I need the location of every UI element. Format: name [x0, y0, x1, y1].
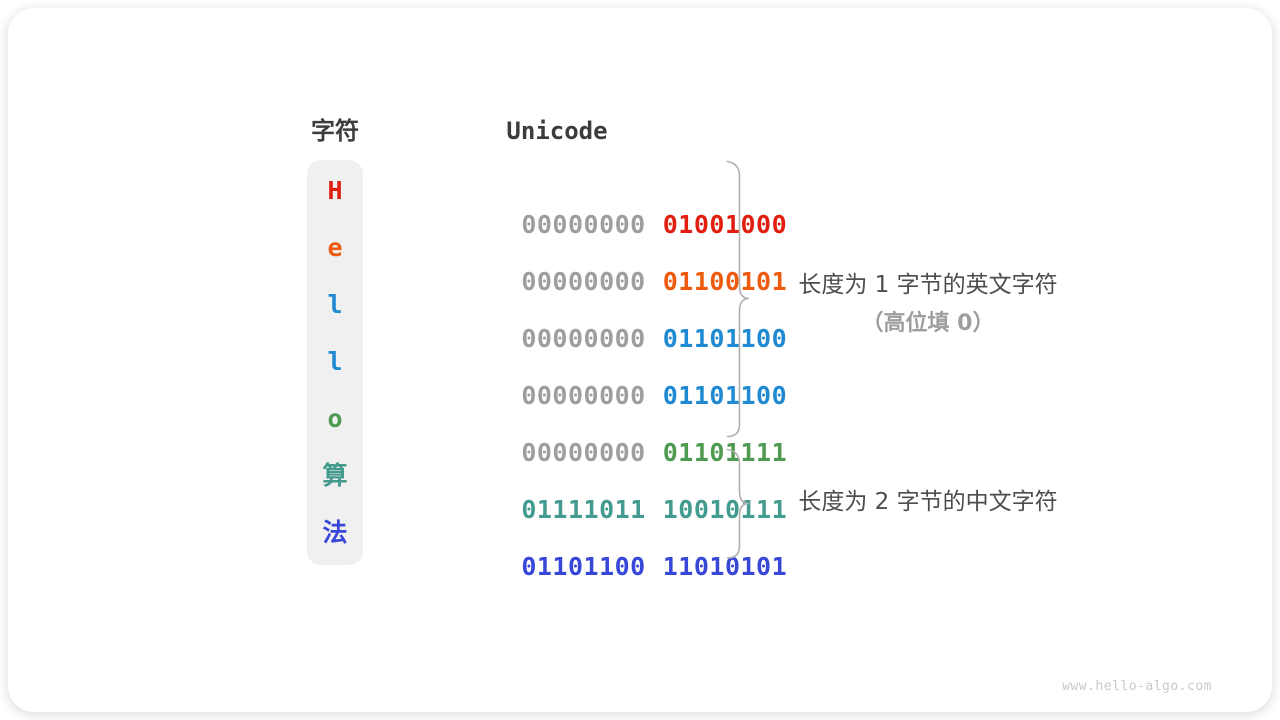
binary-cell: 00000000 01100101 — [428, 231, 787, 296]
table-row: o 00000000 01101111 — [0, 402, 1280, 467]
binary-cell: 01111011 10010111 — [428, 459, 787, 524]
column-header-char: 字符 — [311, 117, 359, 145]
byte1: 00000000 — [521, 267, 646, 296]
watermark: www.hello-algo.com — [1062, 679, 1212, 694]
byte1: 00000000 — [521, 324, 646, 353]
char-cell: l — [327, 290, 343, 319]
byte1: 00000000 — [521, 381, 646, 410]
byte2: 01101100 — [662, 324, 788, 353]
char-cell: H — [327, 176, 343, 205]
byte2: 01001000 — [662, 210, 788, 239]
binary-cell: 00000000 01001000 — [428, 174, 787, 239]
char-cell: o — [327, 404, 343, 433]
table-row: 算 01111011 10010111 — [0, 459, 1280, 524]
char-cell: 法 — [322, 518, 348, 547]
byte2: 11010101 — [662, 552, 788, 581]
byte2: 01101100 — [662, 381, 788, 410]
byte2: 10010111 — [662, 495, 788, 524]
table-row: l 00000000 01101100 — [0, 288, 1280, 353]
annotation-1byte-line1: 长度为 1 字节的英文字符 — [798, 272, 1058, 298]
char-cell: 算 — [322, 461, 348, 490]
table-row: l 00000000 01101100 — [0, 345, 1280, 410]
binary-cell: 00000000 01101100 — [428, 288, 787, 353]
binary-cell: 01101100 11010101 — [428, 516, 787, 581]
annotation-2byte: 长度为 2 字节的中文字符 — [767, 487, 1089, 517]
byte1: 01111011 — [521, 495, 646, 524]
annotation-2byte-line1: 长度为 2 字节的中文字符 — [798, 489, 1058, 515]
byte1: 01101100 — [521, 552, 646, 581]
binary-cell: 00000000 01101111 — [428, 402, 787, 467]
annotation-1byte-line2: （高位填 0） — [861, 311, 995, 336]
char-column-strip — [307, 160, 363, 565]
byte2: 01101111 — [662, 438, 788, 467]
binary-cell: 00000000 01101100 — [428, 345, 787, 410]
byte1: 00000000 — [521, 438, 646, 467]
byte2: 01100101 — [662, 267, 788, 296]
annotation-1byte: 长度为 1 字节的英文字符 （高位填 0） — [767, 270, 1089, 339]
diagram-card — [8, 8, 1272, 712]
column-header-unicode: Unicode — [506, 117, 608, 145]
char-cell: e — [327, 233, 343, 262]
char-cell: l — [327, 347, 343, 376]
table-row: H 00000000 01001000 — [0, 174, 1280, 239]
byte1: 00000000 — [521, 210, 646, 239]
table-row: e 00000000 01100101 — [0, 231, 1280, 296]
table-row: 法 01101100 11010101 — [0, 516, 1280, 581]
